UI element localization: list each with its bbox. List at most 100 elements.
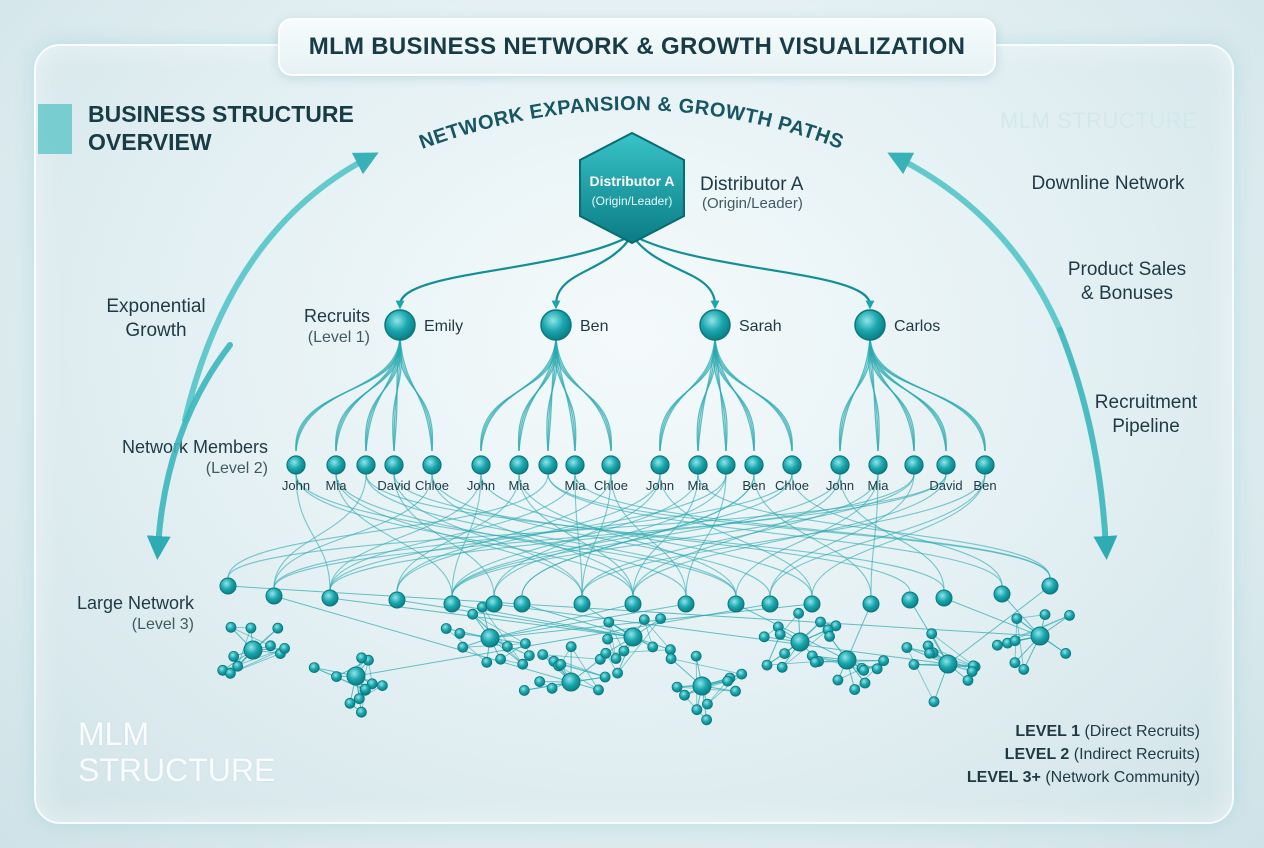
root-name-label: Distributor A [700,174,804,195]
level2-edge [659,338,716,452]
cluster-node [858,664,870,676]
level3-edge [870,473,879,597]
level2-edge [869,338,986,452]
left-growth-arrow-down [146,342,233,560]
overview-heading: BUSINESS STRUCTURE OVERVIEW [88,100,354,156]
cluster-node [928,696,940,708]
level2-name: Mia [688,478,710,493]
level2-edge [295,338,401,452]
level3-edge [295,473,634,597]
cluster-center-node [692,676,712,696]
root-name-inner: Distributor A [589,173,674,189]
level3-edge [791,473,1003,587]
level3-edge [273,473,793,589]
cluster-node [722,675,733,687]
level1-edges [395,234,875,310]
cluster-node [224,667,236,679]
level1-name: Sarah [739,318,782,335]
level3-node [993,585,1011,603]
cluster-node [809,656,821,668]
cluster-node [353,693,365,705]
cluster-node [555,659,567,670]
legend-level: LEVEL 1 [1015,723,1080,740]
level2-node [356,455,376,475]
cluster-node [232,660,244,672]
level3-edges [227,473,1051,597]
level2-edge [659,338,716,452]
cluster-node [665,653,677,665]
recruitment-line1: Recruitment [1094,392,1198,413]
level2-node [601,455,621,475]
level-legend: LEVEL 1 (Direct Recruits) LEVEL 2 (Indir… [967,720,1200,789]
level3-node [624,595,642,613]
root-hexagon [579,131,685,245]
cluster-edge [931,633,976,668]
hub-edge [489,603,634,639]
cluster-node [665,644,676,656]
cluster-node [331,671,342,682]
cluster-node [962,675,974,686]
cluster-node [1060,648,1072,659]
legend-desc: (Network Community) [1045,769,1200,786]
level2-node [422,455,442,475]
level3-edge [227,473,549,579]
cluster-node [593,684,604,696]
level2-node [904,455,924,475]
cluster-center-node [243,640,263,660]
cluster-node [736,668,748,680]
watermark-bottom-line2: STRUCTURE [78,752,276,788]
cluster-node [537,649,549,660]
level2-node [688,455,708,475]
level1-node [384,309,416,341]
cluster-node [647,641,659,653]
level2-node [326,455,346,475]
cluster-node [501,641,513,652]
level3-edge [329,473,576,591]
level2-node [868,455,888,475]
cluster-edge [766,660,819,666]
level3-edge [273,473,947,589]
cluster-center-node [346,666,366,686]
level3-node [219,577,237,595]
cluster-node [618,645,630,657]
hub-edge [947,585,1051,665]
cluster-center-node [623,627,643,647]
level3-node [485,595,503,613]
cluster-node [481,656,493,668]
level2-name: Mia [326,478,348,493]
cluster-node [758,631,770,643]
cluster-center-node [938,654,958,674]
hub-edge [735,603,848,661]
level3-edge [329,473,915,591]
level3-edge [396,473,520,593]
level3-edge [273,473,367,589]
legend-level: LEVEL 3+ [966,769,1041,786]
legend-row: LEVEL 1 (Direct Recruits) [967,720,1200,743]
cluster-node [1018,664,1030,675]
legend-level: LEVEL 2 [1004,746,1070,763]
cluster-node [832,674,844,686]
level3-edge [365,473,945,591]
cluster-center-node [837,650,857,670]
level3-edge [574,473,583,597]
cluster-node [966,666,978,677]
recruits-label: Recruits (Level 1) [304,305,370,349]
cluster-edge [542,654,601,660]
level3-edge [581,473,986,597]
level2-edge [839,338,871,452]
cluster-node [355,706,367,718]
page-title: MLM BUSINESS NETWORK & GROWTH VISUALIZAT… [308,33,966,60]
exponential-growth-line2: Growth [125,320,187,341]
legend-row: LEVEL 3+ (Network Community) [967,766,1200,789]
watermark-bottom: MLM STRUCTURE [78,716,275,788]
cluster-node [859,677,871,689]
level3-edge [393,473,495,597]
cluster-node [610,653,622,664]
cluster-node [671,681,683,693]
cluster-node [638,614,650,625]
level2-name: John [646,478,674,493]
cluster-node [344,697,356,709]
cluster-center-node [480,628,500,648]
